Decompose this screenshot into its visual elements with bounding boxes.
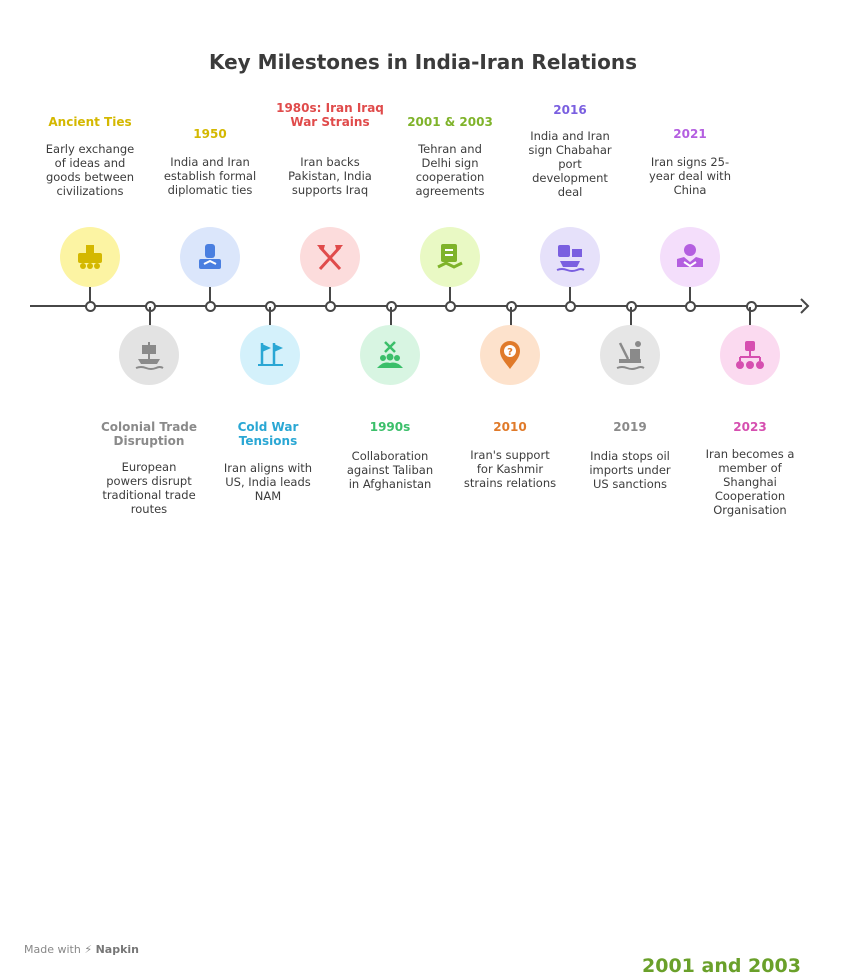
napkin-brand: Napkin [95, 943, 139, 956]
milestone-label-2019: 2019 [613, 420, 647, 434]
timeline-axis [30, 305, 802, 307]
connector [510, 307, 512, 326]
connector [689, 287, 691, 306]
milestone-label-ancient-ties: Ancient Ties [48, 115, 132, 129]
oil-platform-icon [600, 325, 660, 385]
milestone-description-2016: India and Iran sign Chabahar port develo… [528, 129, 612, 199]
milestone-description-ancient-ties: Early exchange of ideas and goods betwee… [45, 142, 135, 198]
milestone-label-2016: 2016 [553, 103, 587, 117]
connector [630, 307, 632, 326]
napkin-logo-icon: ⚡ [84, 943, 93, 956]
timeline-tick [85, 301, 96, 312]
milestone-description-2001-2003: Tehran and Delhi sign cooperation agreem… [415, 142, 485, 198]
milestone-label-2001-2003: 2001 & 2003 [407, 115, 493, 129]
highlight-callout: 2001 and 2003 [642, 955, 801, 977]
connector [209, 287, 211, 306]
connector [329, 287, 331, 306]
milestone-label-2010: 2010 [493, 420, 527, 434]
milestone-label-cold-war: Cold War Tensions [237, 420, 299, 448]
global-handshake-icon [660, 227, 720, 287]
connector [449, 287, 451, 306]
timeline-tick [205, 301, 216, 312]
sinking-ship-icon [119, 325, 179, 385]
connector [149, 307, 151, 326]
connector [390, 307, 392, 326]
timeline-tick [746, 301, 757, 312]
timeline-tick [685, 301, 696, 312]
milestone-label-1950: 1950 [193, 127, 227, 141]
milestone-description-1990s: Collaboration against Taliban in Afghani… [346, 449, 434, 491]
page-title: Key Milestones in India-Iran Relations [208, 50, 638, 74]
milestone-description-2023: Iran becomes a member of Shanghai Cooper… [705, 447, 795, 517]
milestone-label-1990s: 1990s [369, 420, 411, 434]
connector [749, 307, 751, 326]
timeline-tick [445, 301, 456, 312]
made-with-napkin: Made with ⚡ Napkin [24, 943, 139, 956]
connector [569, 287, 571, 306]
milestone-description-2019: India stops oil imports under US sanctio… [589, 449, 671, 491]
port-ship-icon [540, 227, 600, 287]
milestone-description-cold-war: Iran aligns with US, India leads NAM [223, 461, 313, 503]
milestone-description-colonial: European powers disrupt traditional trad… [102, 460, 196, 516]
agreement-document-icon [420, 227, 480, 287]
group-collaboration-icon [360, 325, 420, 385]
milestone-description-1980s: Iran backs Pakistan, India supports Iraq [288, 155, 372, 197]
flags-icon [240, 325, 300, 385]
location-question-icon: ? [480, 325, 540, 385]
network-organisation-icon [720, 325, 780, 385]
milestone-description-2010: Iran's support for Kashmir strains relat… [463, 448, 557, 490]
milestone-label-2023: 2023 [733, 420, 767, 434]
crossed-axes-icon [300, 227, 360, 287]
milestone-label-2021: 2021 [673, 127, 707, 141]
milestone-description-2021: Iran signs 25-year deal with China [649, 155, 731, 197]
connector [269, 307, 271, 326]
milestone-label-1980s: 1980s: Iran Iraq War Strains [276, 101, 384, 129]
oil-rig-vehicle-icon [60, 227, 120, 287]
timeline-tick [325, 301, 336, 312]
svg-text:?: ? [507, 347, 513, 358]
embassy-handshake-icon [180, 227, 240, 287]
arrow-right-icon [800, 298, 810, 314]
milestone-description-1950: India and Iran establish formal diplomat… [163, 155, 257, 197]
made-with-text: Made with [24, 943, 81, 956]
connector [89, 287, 91, 306]
timeline-tick [565, 301, 576, 312]
milestone-label-colonial: Colonial Trade Disruption [100, 420, 198, 448]
